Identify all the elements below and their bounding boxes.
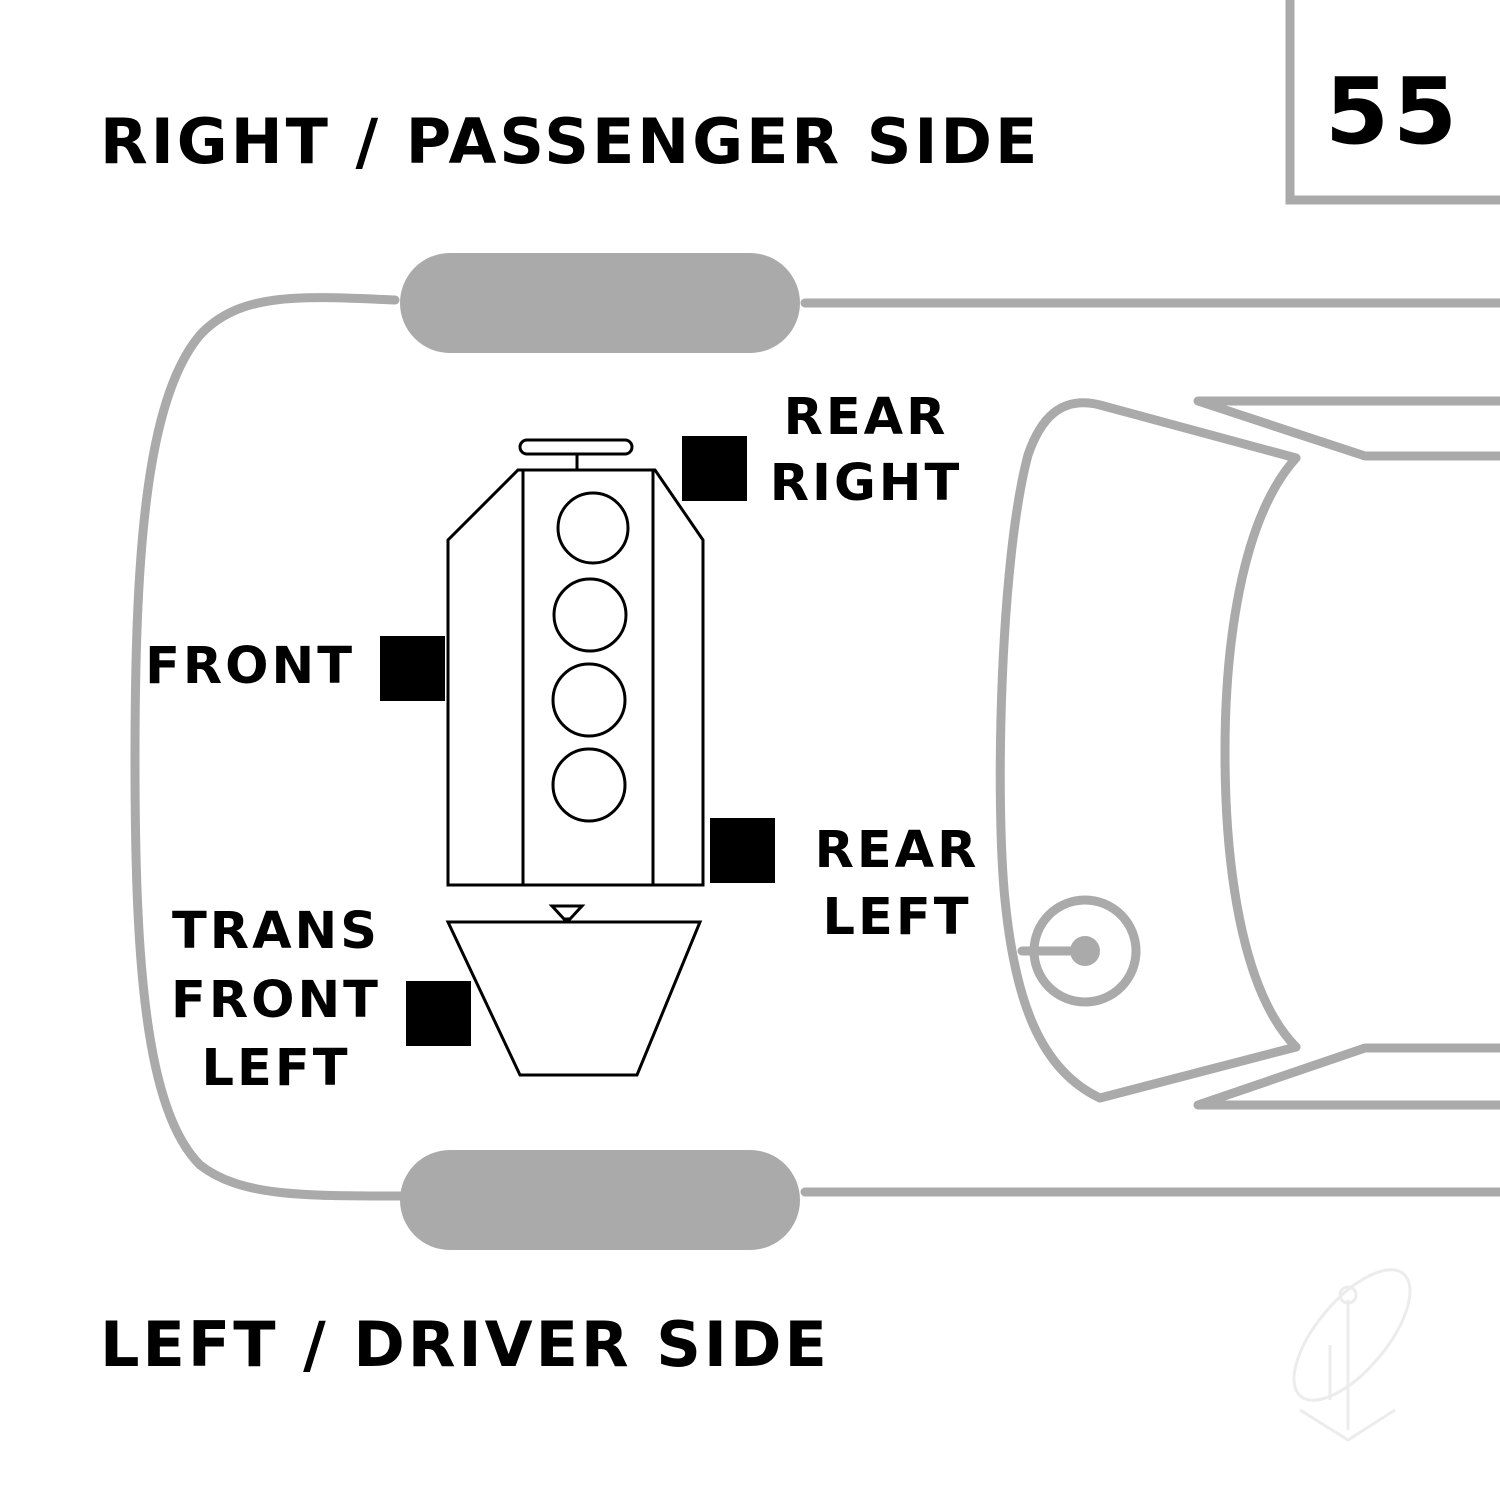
engine-outline	[446, 468, 705, 887]
transmission-connector	[548, 904, 586, 921]
right-passenger-side-label: RIGHT / PASSENGER SIDE	[100, 105, 1040, 178]
engine-block	[446, 438, 705, 887]
trans-front-left-label-line-3: LEFT	[202, 1039, 351, 1098]
trans-front-left-mount	[406, 981, 471, 1046]
rear-left-label-line-2: LEFT	[823, 888, 972, 947]
engine-pulley	[518, 438, 634, 456]
rear-right-label: REAR RIGHT	[770, 388, 963, 513]
trans-front-left-label-line-1: TRANS	[172, 902, 380, 961]
rear-right-mount	[682, 436, 747, 501]
front-mount	[380, 636, 445, 701]
watermark-logo	[1292, 1268, 1412, 1442]
windshield-inner	[1220, 453, 1301, 1052]
windshield-outer	[995, 398, 1301, 1103]
front-right-tire	[400, 253, 800, 353]
a-pillar-top	[1193, 396, 1500, 461]
vehicle-outline	[130, 253, 1500, 1250]
cylinder-3	[551, 662, 627, 738]
diagram-number: 55	[1325, 58, 1461, 165]
vehicle-body-outline	[130, 293, 405, 1201]
rear-left-mount	[710, 818, 775, 883]
rear-right-label-line-1: REAR	[784, 388, 949, 447]
diagram-number-box: 55	[1285, 0, 1500, 205]
a-pillar-bottom	[1193, 1043, 1500, 1110]
rear-left-label-line-1: REAR	[815, 821, 980, 880]
trans-front-left-label-line-2: FRONT	[171, 971, 381, 1030]
front-left-tire	[400, 1150, 800, 1250]
cylinder-4	[551, 747, 627, 823]
steering-wheel-icon	[1029, 895, 1141, 1007]
cylinder-1	[556, 491, 630, 565]
trans-front-left-label: TRANS FRONT LEFT	[171, 902, 381, 1098]
transmission-outline	[445, 920, 703, 1077]
steering-hub	[1070, 936, 1100, 966]
front-label: FRONT	[145, 637, 355, 696]
rear-right-label-line-2: RIGHT	[770, 454, 963, 513]
cylinder-2	[552, 577, 628, 653]
left-driver-side-label: LEFT / DRIVER SIDE	[100, 1308, 830, 1381]
transmission	[445, 904, 703, 1077]
rear-left-label: REAR LEFT	[815, 821, 980, 947]
